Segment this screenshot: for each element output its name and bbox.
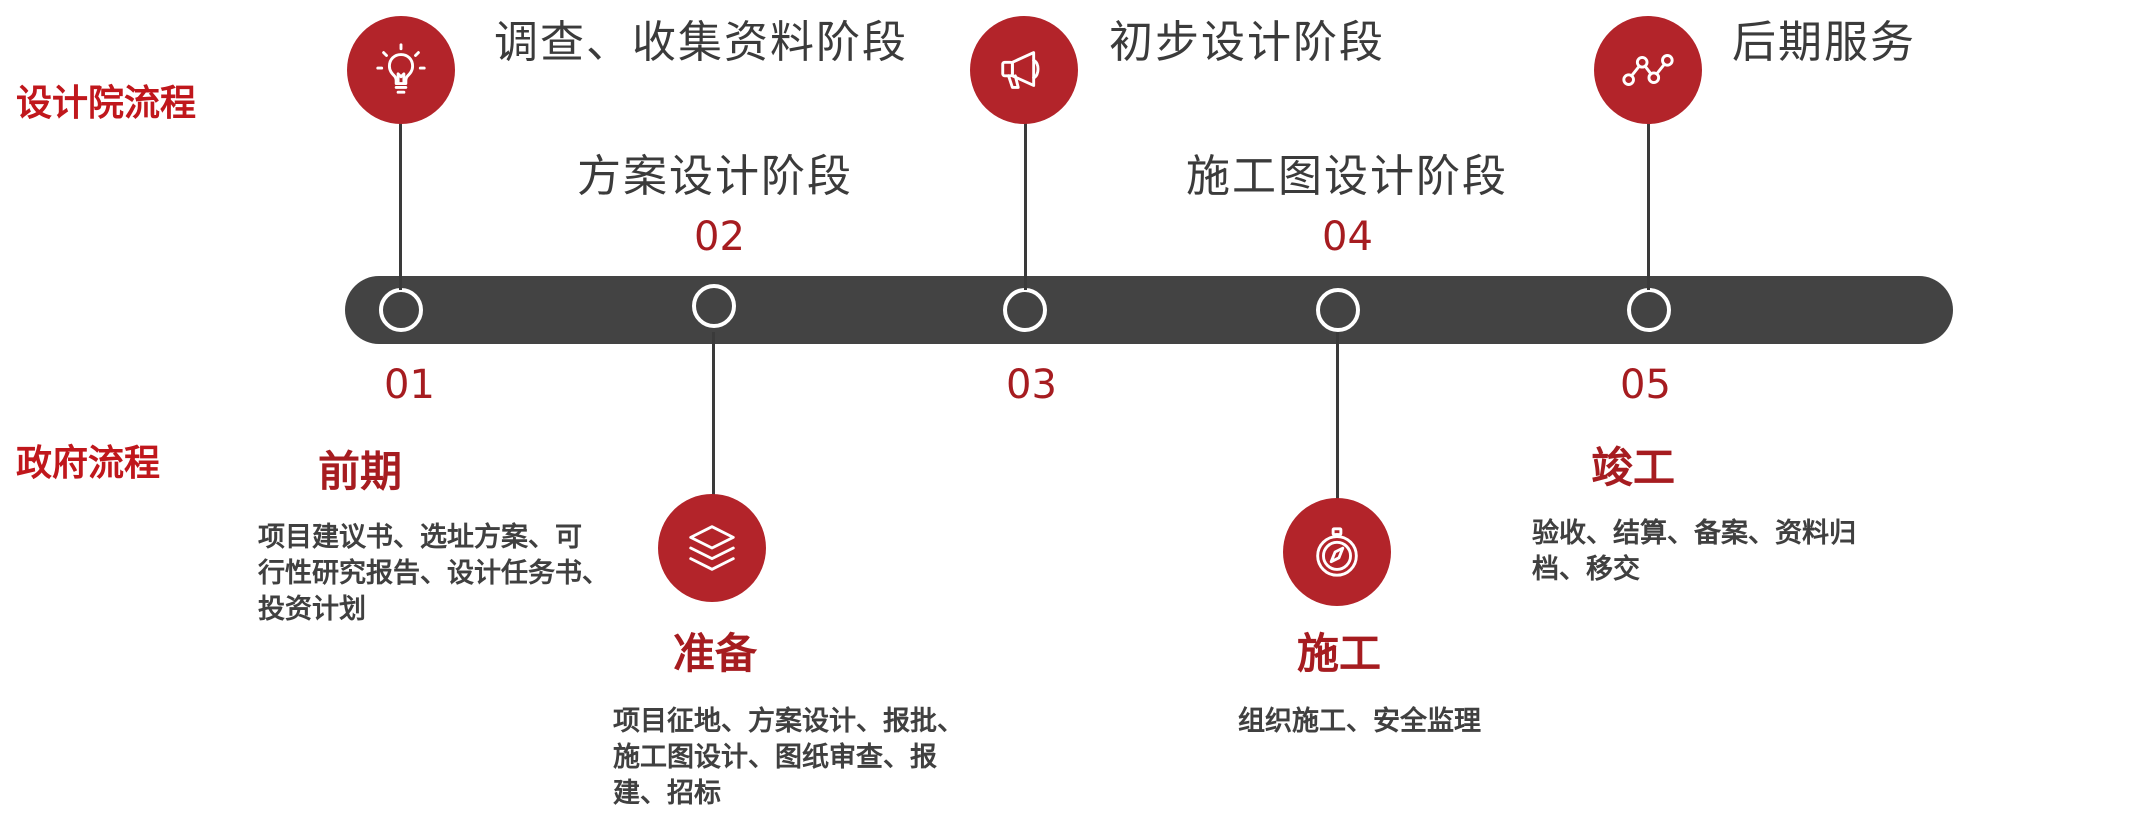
stage-after-service: 后期服务 (1732, 17, 1916, 68)
stopwatch-badge (1283, 498, 1391, 606)
line-chart-badge (1594, 16, 1702, 124)
step-number-04: 04 (1322, 214, 1373, 260)
timeline-node-05 (1627, 288, 1671, 332)
government-process-label: 政府流程 (16, 443, 161, 484)
stage-investigation: 调查、收集资料阶段 (494, 17, 908, 68)
design-process-label: 设计院流程 (16, 83, 197, 124)
line-chart-icon (1622, 54, 1674, 86)
megaphone-icon (1001, 51, 1040, 89)
stage-scheme-design: 方案设计阶段 (577, 151, 853, 202)
timeline-node-04 (1316, 288, 1360, 332)
timeline-node-01 (379, 288, 423, 332)
connector-line-4 (1336, 332, 1339, 500)
timeline-node-03 (1003, 288, 1047, 332)
stopwatch-icon (1316, 527, 1358, 577)
step-number-03: 03 (1006, 362, 1057, 408)
timeline-bar (345, 276, 1953, 344)
gov-stage-desc-preparation: 项目征地、方案设计、报批、 施工图设计、图纸审查、报 建、招标 (613, 706, 964, 809)
connector-line-2 (712, 332, 715, 496)
connector-line-1 (399, 122, 402, 290)
step-number-02: 02 (694, 214, 745, 260)
gov-stage-desc-preliminary: 项目建议书、选址方案、可 行性研究报告、设计任务书、 投资计划 (258, 522, 609, 625)
lightbulb-icon (376, 43, 426, 94)
connector-line-5 (1647, 122, 1650, 290)
connector-line-3 (1024, 122, 1027, 290)
stage-construction-drawing: 施工图设计阶段 (1186, 151, 1508, 202)
gov-stage-desc-construction: 组织施工、安全监理 (1238, 706, 1481, 737)
gov-stage-title-completion: 竣工 (1591, 443, 1676, 492)
step-number-01: 01 (384, 362, 435, 408)
gov-stage-title-construction: 施工 (1297, 629, 1382, 678)
lightbulb-badge (347, 16, 455, 124)
step-number-05: 05 (1620, 362, 1671, 408)
stage-preliminary-design: 初步设计阶段 (1109, 17, 1385, 68)
gov-stage-title-preparation: 准备 (673, 629, 758, 678)
layers-icon (689, 525, 735, 571)
megaphone-badge (970, 16, 1078, 124)
gov-stage-desc-completion: 验收、结算、备案、资料归 档、移交 (1532, 518, 1856, 585)
timeline-node-02 (692, 284, 736, 328)
gov-stage-title-preliminary: 前期 (318, 447, 403, 496)
layers-badge (658, 494, 766, 602)
